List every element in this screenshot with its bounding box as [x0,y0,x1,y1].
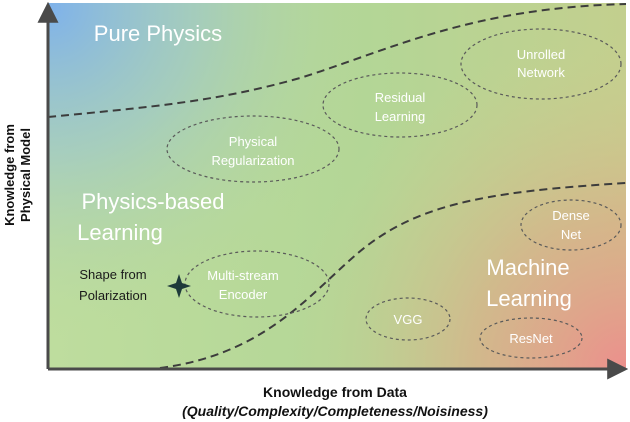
method-dense-net: Dense Net [520,199,622,251]
machine-learning-boundary [159,182,627,369]
physics-based-title-line2: Learning [77,220,163,245]
machine-learning-title-line2: Learning [486,286,572,311]
method-physical-regularization: Physical Regularization [166,115,340,183]
physics-based-title-line1: Physics-based [81,189,224,214]
pure-physics-title: Pure Physics [94,21,222,46]
x-axis-subtitle: (Quality/Complexity/Completeness/Noisine… [182,403,488,419]
method-label: Encoder [219,287,268,302]
method-residual-learning: Residual Learning [322,72,478,138]
method-label: Net [561,227,582,242]
method-vgg: VGG [365,297,451,341]
y-axis-title-line2: Physical Model [18,128,33,222]
method-label: VGG [394,312,423,327]
method-label: Physical [229,134,278,149]
shape-from-polarization-line1: Shape from [79,267,146,282]
method-label: Learning [375,109,426,124]
method-unrolled-network: Unrolled Network [460,28,622,100]
method-label: Network [517,65,565,80]
background-field [48,3,626,369]
method-resnet: ResNet [479,317,583,359]
pure-physics-boundary [47,3,627,118]
shape-from-polarization-line2: Polarization [79,288,147,303]
method-multi-stream-encoder: Multi-stream Encoder [184,250,330,318]
method-label: Regularization [211,153,294,168]
x-axis-title: Knowledge from Data [263,384,407,400]
machine-learning-title-line1: Machine [486,255,569,280]
y-axis-title-line1: Knowledge from [2,124,17,226]
method-label: Residual [375,90,426,105]
method-label: Unrolled [517,47,565,62]
method-label: ResNet [509,331,553,346]
four-point-star-icon [167,274,191,298]
method-label: Multi-stream [207,268,279,283]
method-label: Dense [552,208,590,223]
